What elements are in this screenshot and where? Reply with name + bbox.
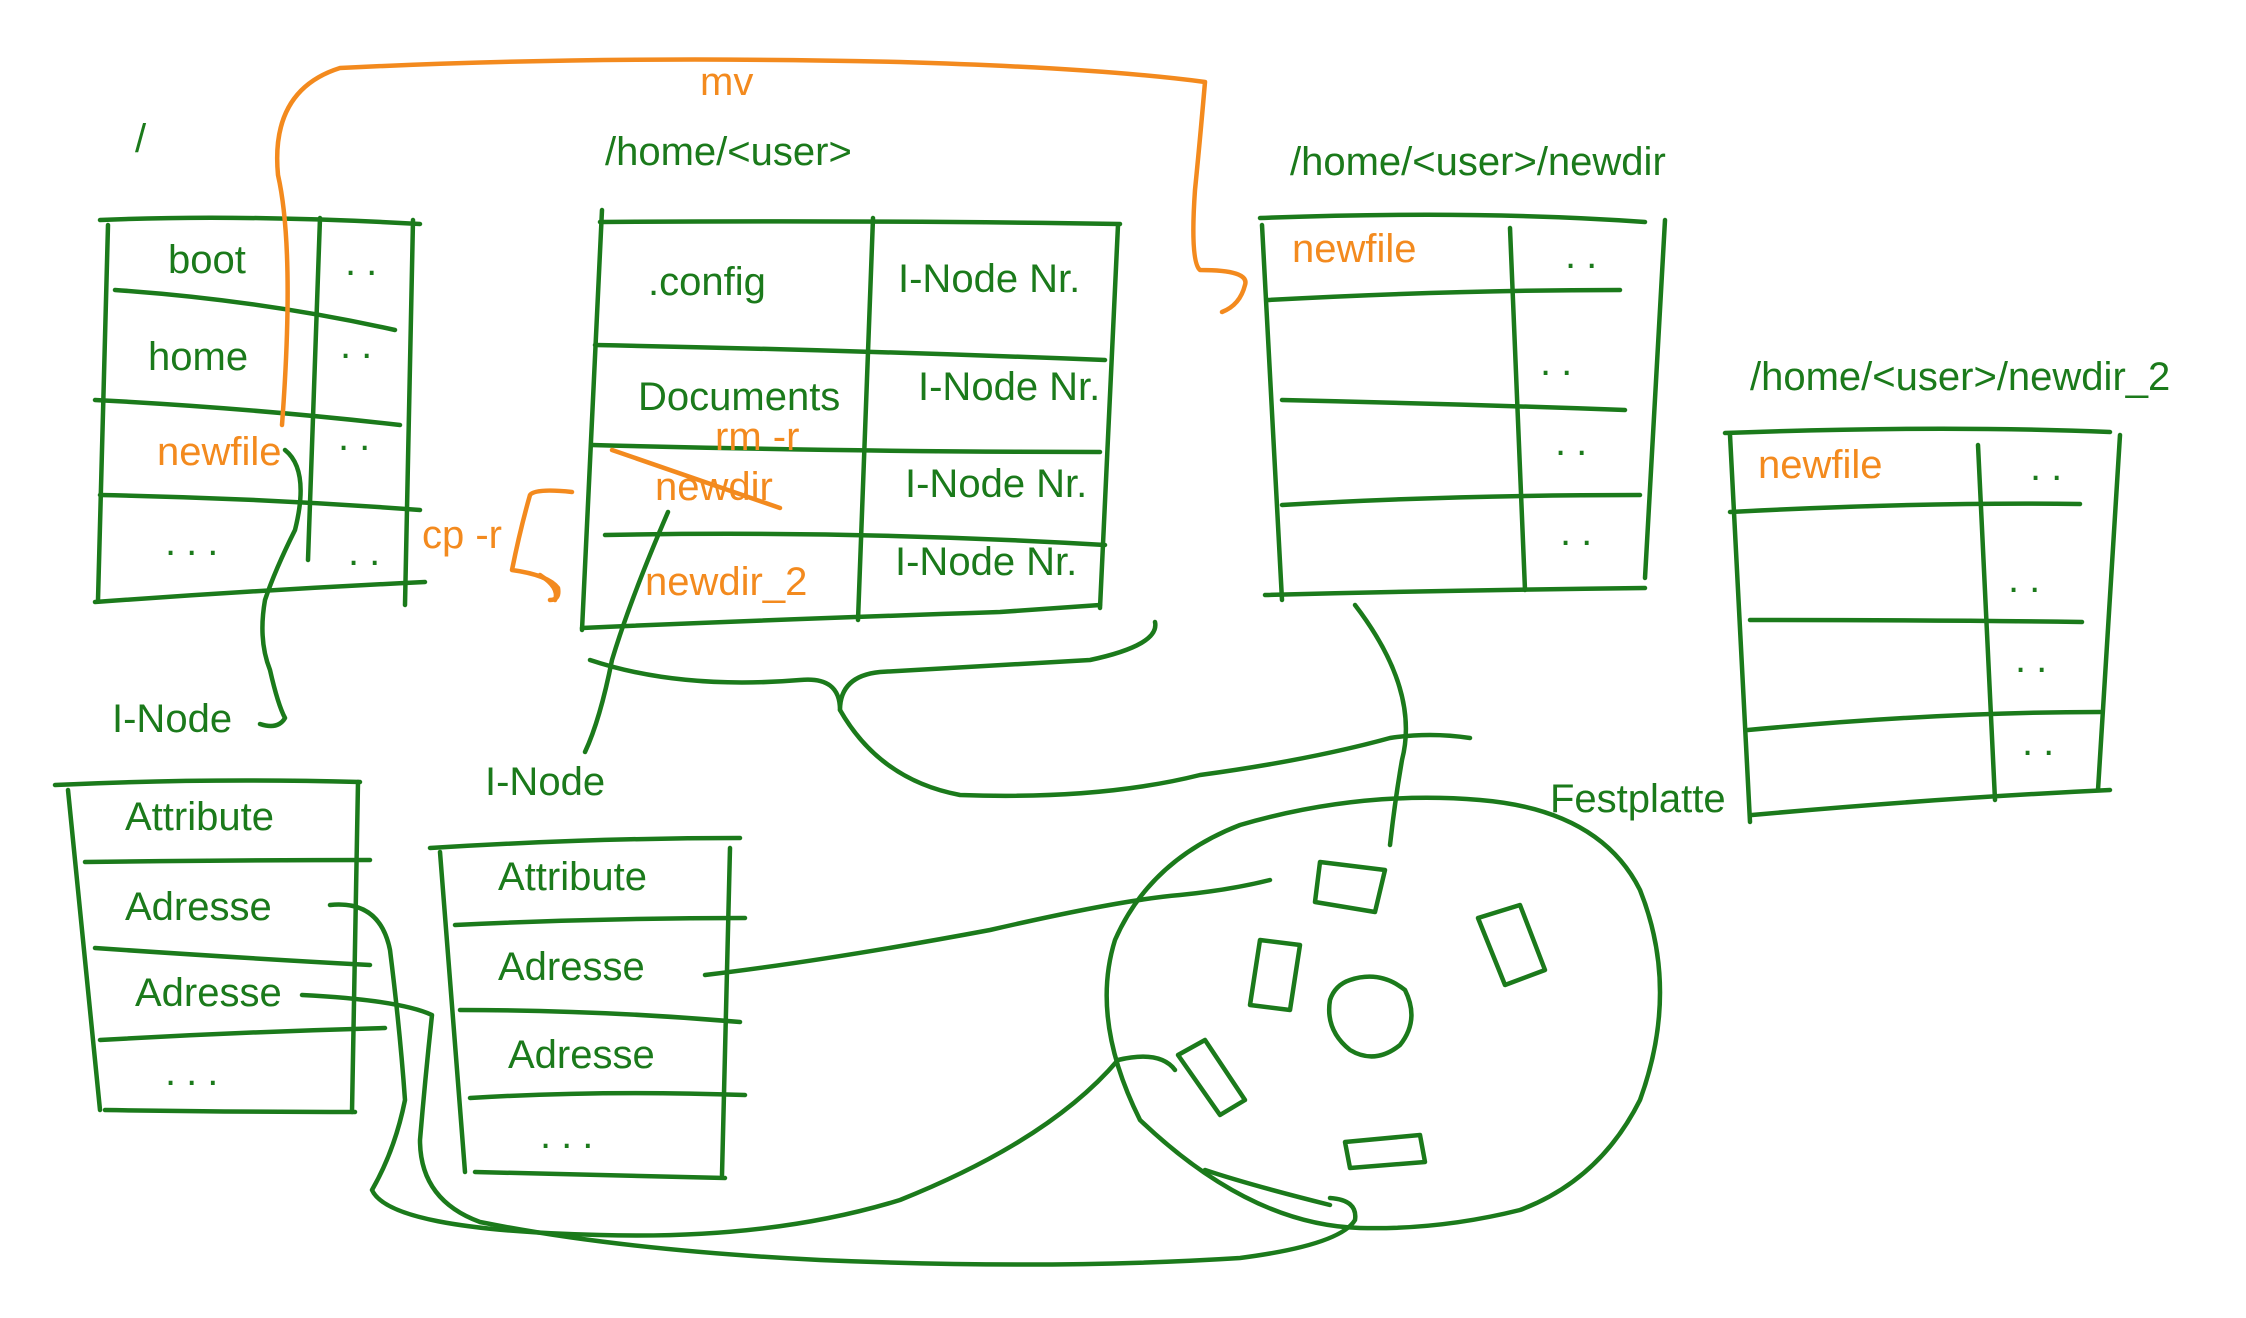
root-row-home: home [148,335,248,379]
cp-bracket [509,488,575,603]
inode-table-1: I-Node Attribute Adresse Adresse ... [52,697,388,1115]
mv-arrow [274,57,1248,428]
inode-2-address-1: Adresse [498,945,645,989]
newdir-ref-4: .. [1560,510,1602,554]
root-ref-1: .. [345,240,387,284]
newdir-ref-2: .. [1540,340,1582,384]
inode-1-label: I-Node [112,697,232,741]
home-row-newdir-2: newdir_2 [645,560,807,604]
hard-disk-outline [1104,795,1663,1231]
newdir-strike-mark [609,447,783,511]
newdir2-directory-table: /home/<user>/newdir_2 newfile .. .. .. .… [1722,355,2170,825]
inode-2-more: ... [540,1113,603,1157]
newdir-ref-1: .. [1565,233,1607,277]
disk-block-3 [1247,937,1303,1013]
home-row-documents: Documents [638,375,840,419]
root-row-boot: boot [168,238,246,282]
disk-block-5 [1342,1132,1428,1171]
disk-block-4 [1175,1037,1248,1118]
root-ref-2: .. [340,323,382,367]
newdir2-ref-2: .. [2008,557,2050,601]
home-row-config: .config [648,260,766,304]
pointer-inode2-address1 [702,877,1273,978]
newdir-directory-title: /home/<user>/newdir [1290,140,1666,184]
newdir2-directory-title: /home/<user>/newdir_2 [1750,355,2170,399]
home-ref-config: I-Node Nr. [898,257,1080,301]
root-row-newfile: newfile [157,430,282,474]
hard-disk: Festplatte [1104,777,1726,1231]
inode-table-2: I-Node Attribute Adresse Adresse ... [427,760,748,1181]
newdir2-ref-4: .. [2022,720,2064,764]
hard-disk-label: Festplatte [1550,777,1726,821]
newdir-row-newfile: newfile [1292,227,1417,271]
newdir-ref-3: .. [1555,420,1597,464]
newdir2-ref-1: .. [2030,445,2072,489]
home-ref-newdir: I-Node Nr. [905,462,1087,506]
disk-block-2 [1475,902,1548,988]
inode-2-attribute: Attribute [498,855,647,899]
connector-newdir-to-disk [1352,602,1409,848]
root-directory-title: / [135,117,147,161]
cp-command-label: cp -r [422,513,502,557]
inode-1-address-1: Adresse [125,885,272,929]
root-ref-4: .. [348,530,390,574]
inode-1-address-2: Adresse [135,971,282,1015]
inode-2-label: I-Node [485,760,605,804]
mv-command-label: mv [700,60,753,104]
connector-newfile-to-inode [257,447,303,729]
root-ref-3: .. [338,415,380,459]
rm-command-label: rm -r [715,415,799,459]
newdir-directory-table: /home/<user>/newdir newfile .. .. .. .. [1257,140,1668,603]
newdir2-ref-3: .. [2015,637,2057,681]
pointer-inode1-address2 [299,992,1358,1267]
root-directory-table: / boot home newfile ... .. .. .. .. [92,117,428,608]
hard-disk-spindle [1326,974,1414,1059]
home-ref-newdir-2: I-Node Nr. [895,540,1077,584]
root-row-more: ... [165,520,228,564]
connector-newdir-to-inode [582,509,671,755]
connector-brace-tail-to-disk [837,707,1473,799]
inode-2-address-2: Adresse [508,1033,655,1077]
inode-1-attribute: Attribute [125,795,274,839]
cp-arrow-head [537,572,559,603]
disk-block-6 [1202,1167,1333,1208]
disk-block-1 [1312,859,1388,915]
home-ref-documents: I-Node Nr. [918,365,1100,409]
home-directory-title: /home/<user> [605,130,852,174]
newdir2-row-newfile: newfile [1758,443,1883,487]
home-directory-table: /home/<user> .config Documents newdir ne… [579,130,1123,633]
inode-1-more: ... [165,1050,228,1094]
command-annotations: mv cp -r rm -r [274,57,1248,603]
connector-home-brace-to-disk [587,619,1158,713]
